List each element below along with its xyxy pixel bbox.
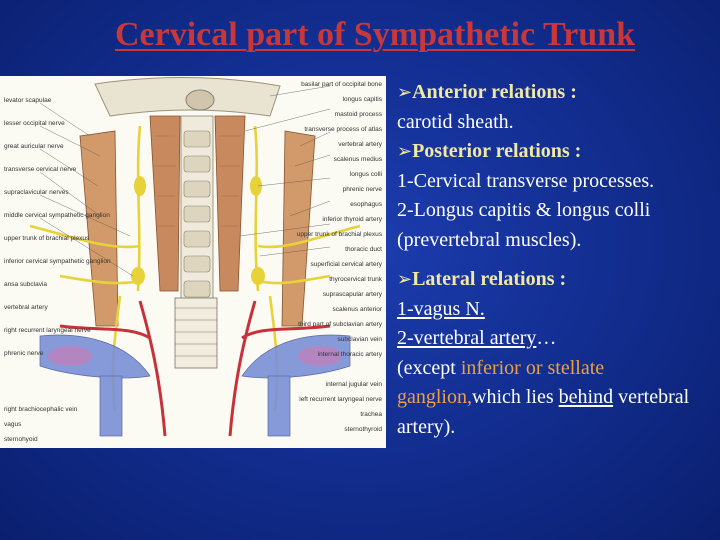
anterior-heading: Anterior relations : [412, 81, 577, 103]
lateral-heading: Lateral relations : [412, 268, 567, 290]
label-right: internal jugular vein [326, 381, 383, 388]
note-open: (except [397, 356, 461, 379]
label-right: sternothyroid [344, 426, 382, 433]
posterior-item-2: 2-Longus capitis & longus colli (prevert… [397, 199, 651, 251]
label-left: vagus [4, 421, 22, 428]
label-right: mastoid process [335, 111, 383, 118]
label-right: esophagus [350, 201, 383, 208]
label-left: lesser occipital nerve [4, 120, 65, 127]
arrow-bullet-icon: ➢ [397, 269, 413, 290]
label-right: internal thoracic artery [318, 351, 383, 358]
label-left: right recurrent laryngeal nerve [4, 327, 91, 334]
anatomy-illustration: levator scapulae lesser occipital nerve … [0, 76, 386, 448]
lateral-heading-line: ➢Lateral relations : [397, 265, 717, 295]
label-right: suprascapular artery [323, 291, 383, 298]
anterior-heading-line: ➢Anterior relations : [397, 78, 717, 108]
label-right: inferior thyroid artery [322, 216, 382, 223]
label-right: vertebral artery [338, 141, 382, 148]
slide-title: Cervical part of Sympathetic Trunk [114, 16, 636, 53]
label-left: vertebral artery [4, 304, 48, 311]
arrow-bullet-icon: ➢ [397, 82, 413, 103]
posterior-heading: Posterior relations : [412, 140, 582, 162]
label-left: levator scapulae [4, 97, 52, 104]
label-right: left recurrent laryngeal nerve [299, 396, 382, 403]
label-right: thyrocervical trunk [329, 276, 382, 283]
note-highlight: inferior or stellate ganglion, [397, 356, 605, 409]
label-left: transverse cervical nerve [4, 166, 77, 173]
lateral-item-1: 1-vagus N. [397, 297, 485, 320]
lateral-item-2: 2-vertebral artery [397, 327, 537, 349]
label-right: thoracic duct [345, 246, 382, 253]
label-right: longus capitis [343, 96, 383, 103]
posterior-item-1: 1-Cervical transverse processes. [397, 169, 655, 192]
exception-note: (except inferior or stellate ganglion,wh… [397, 354, 717, 443]
label-right: superficial cervical artery [310, 261, 382, 268]
label-right: phrenic nerve [343, 186, 383, 193]
label-right: scalenus medius [334, 156, 383, 163]
note-behind: behind [558, 386, 614, 408]
label-right: subclavian vein [338, 336, 383, 343]
arrow-bullet-icon: ➢ [397, 141, 413, 162]
label-right: trachea [360, 411, 382, 418]
note-end: vertebral artery). [397, 386, 690, 438]
posterior-heading-line: ➢Posterior relations : [397, 137, 717, 167]
anterior-text: carotid sheath. [397, 110, 514, 133]
label-right: scalenus anterior [333, 306, 383, 313]
label-left: supraclavicular nerves [4, 189, 69, 196]
label-left: inferior cervical sympathetic ganglion [4, 258, 111, 265]
label-left: great auricular nerve [4, 143, 64, 150]
lateral-item-2-ellipsis: … [536, 327, 557, 349]
label-left: sternohyoid [4, 436, 38, 443]
label-left: right brachiocephalic vein [4, 406, 78, 413]
note-mid: which lies [472, 386, 559, 408]
label-right: upper trunk of brachial plexus [297, 231, 383, 238]
label-left: upper trunk of brachial plexus [4, 235, 90, 242]
label-right: basilar part of occipital bone [301, 81, 382, 88]
label-left: middle cervical sympathetic ganglion [4, 212, 110, 219]
label-left: ansa subclavia [4, 281, 47, 288]
label-left: phrenic nerve [4, 350, 44, 357]
label-right: third part of subclavian artery [298, 321, 383, 328]
lateral-item-2-line: 2-vertebral artery… [397, 324, 717, 354]
label-right: longus colli [350, 171, 382, 178]
label-right: transverse process of atlas [304, 126, 382, 133]
text-panel: ➢Anterior relations : carotid sheath. ➢P… [397, 78, 717, 442]
anatomy-drawing: levator scapulae lesser occipital nerve … [4, 77, 383, 443]
